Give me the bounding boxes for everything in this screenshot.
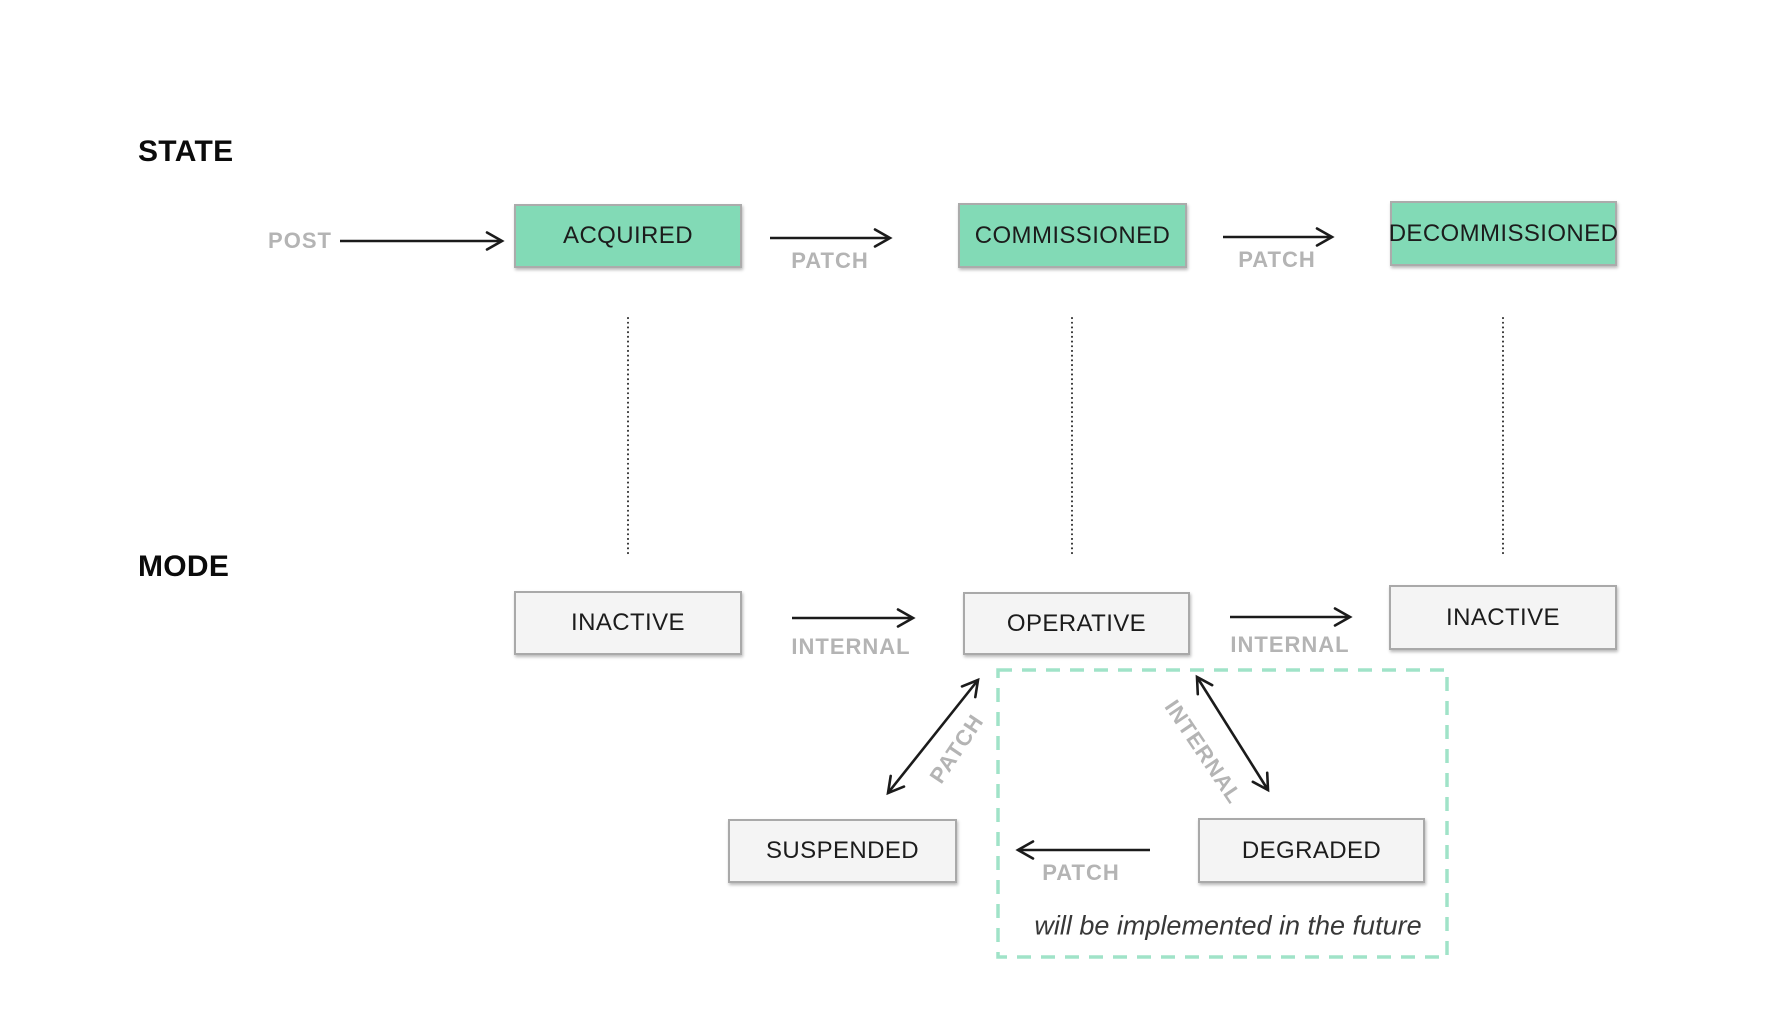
section-label-state: STATE — [138, 135, 234, 168]
mode-node-inactive-left: INACTIVE — [514, 591, 742, 655]
future-note: will be implemented in the future — [1034, 910, 1422, 941]
edge-label-patch-commissioned-decommissioned: PATCH — [1238, 247, 1316, 272]
state-node-acquired: ACQUIRED — [514, 204, 742, 268]
edge-label-patch-degraded-suspended: PATCH — [1042, 860, 1120, 885]
mode-node-operative: OPERATIVE — [963, 592, 1190, 655]
edge-label-internal-operative-inactive: INTERNAL — [1230, 632, 1350, 657]
edge-label-internal-inactive-operative: INTERNAL — [791, 634, 911, 659]
state-node-commissioned: COMMISSIONED — [958, 203, 1187, 268]
section-label-mode: MODE — [138, 550, 230, 583]
edge-label-patch-operative-suspended: PATCH — [924, 709, 989, 788]
edge-label-internal-operative-degraded: INTERNAL — [1159, 695, 1248, 809]
edge-label-post: POST — [268, 228, 332, 253]
state-node-decommissioned: DECOMMISSIONED — [1389, 201, 1618, 266]
mode-node-inactive-right: INACTIVE — [1389, 585, 1617, 650]
edge-label-patch-acquired-commissioned: PATCH — [791, 248, 869, 273]
mode-node-suspended: SUSPENDED — [728, 819, 957, 883]
mode-node-degraded: DEGRADED — [1198, 818, 1425, 883]
